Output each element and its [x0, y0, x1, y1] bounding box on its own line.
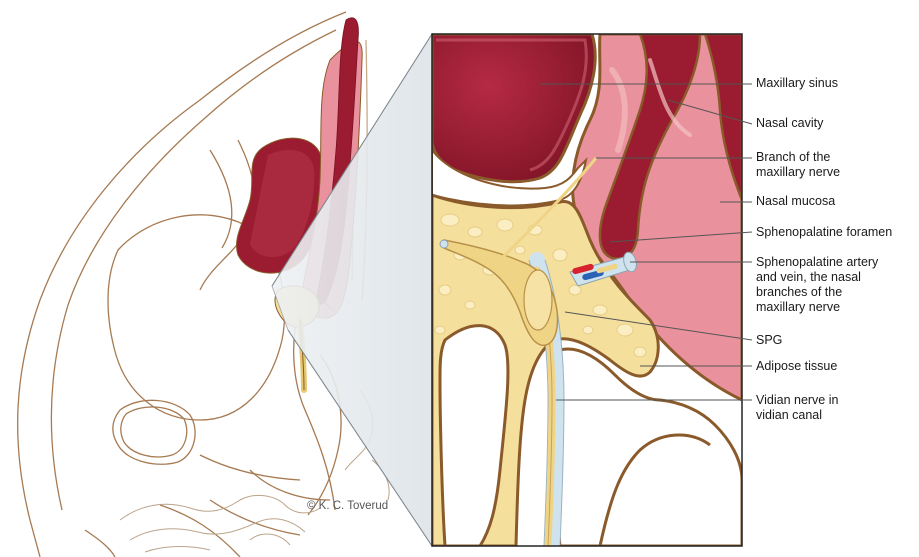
- label-spg: SPG: [756, 333, 782, 348]
- label-vidian-nerve: Vidian nerve in vidian canal: [756, 393, 838, 423]
- nasal-bone-lines: [200, 455, 300, 480]
- label-nasal-cavity: Nasal cavity: [756, 116, 823, 131]
- label-maxillary-sinus: Maxillary sinus: [756, 76, 838, 91]
- label-nasal-mucosa: Nasal mucosa: [756, 194, 835, 209]
- orbit-ring: [113, 400, 195, 464]
- label-branch-maxillary-nerve: Branch of the maxillary nerve: [756, 150, 840, 180]
- label-sphenopalatine-foramen: Sphenopalatine foramen: [756, 225, 892, 240]
- label-adipose-tissue: Adipose tissue: [756, 359, 837, 374]
- label-sphenopalatine-artery: Sphenopalatine artery and vein, the nasa…: [756, 255, 878, 315]
- copyright-credit: © K. C. Toverud: [307, 500, 388, 512]
